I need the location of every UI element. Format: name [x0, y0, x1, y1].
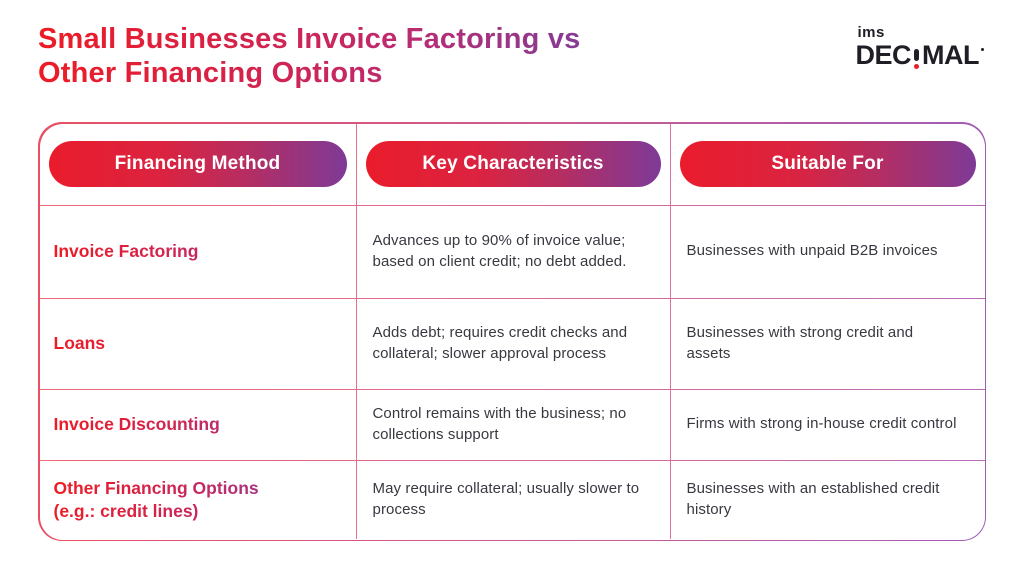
- logo-brand-post: MAL: [922, 40, 979, 70]
- table-row-3-characteristics: Control remains with the business; no co…: [355, 389, 670, 460]
- header-cell-key-characteristics: Key Characteristics: [355, 123, 670, 205]
- table-row-4-characteristics: May require collateral; usually slower t…: [355, 460, 670, 539]
- method-label: Other Financing Options(e.g.: credit lin…: [53, 477, 259, 521]
- characteristics-text: Control remains with the business; no co…: [372, 405, 627, 443]
- row-divider: [39, 297, 985, 299]
- logo-brand-text: DEC MAL: [855, 40, 984, 70]
- characteristics-text: Adds debt; requires credit checks and co…: [372, 324, 628, 362]
- method-sublabel: (e.g.: credit lines): [53, 500, 199, 521]
- page-title-line1: Small Businesses Invoice Factoring vs: [38, 23, 581, 55]
- table-row-1-characteristics: Advances up to 90% of invoice value; bas…: [355, 205, 670, 298]
- suitable-text: Businesses with an established credit hi…: [686, 480, 940, 518]
- logo-brand-pre: DEC: [855, 40, 912, 70]
- table-row-3-suitable: Firms with strong in-house credit contro…: [669, 389, 985, 460]
- ims-decimal-logo: ims DEC MAL: [855, 24, 984, 70]
- row-divider: [39, 388, 985, 390]
- row-divider: [39, 204, 985, 206]
- header-pill-key-characteristics: Key Characteristics: [365, 141, 661, 187]
- header-pill-financing-method: Financing Method: [48, 141, 347, 187]
- table-row-4-method: Other Financing Options(e.g.: credit lin…: [40, 461, 356, 539]
- comparison-table: Financing Method Key Characteristics Sui…: [38, 122, 986, 541]
- method-label: Invoice Factoring: [53, 241, 199, 262]
- page-title: Small Businesses Invoice Factoring vs Ot…: [38, 22, 581, 90]
- table-row-2-method: Loans: [40, 299, 356, 389]
- table-row-3-method: Invoice Discounting: [40, 390, 356, 460]
- exclamation-icon: [913, 49, 920, 69]
- page-title-line2: Other Financing Options: [38, 57, 383, 90]
- logo-ims-text: ims: [857, 24, 885, 41]
- characteristics-text: May require collateral; usually slower t…: [372, 480, 640, 518]
- row-divider: [39, 459, 985, 461]
- header-cell-financing-method: Financing Method: [40, 124, 356, 205]
- suitable-text: Firms with strong in-house credit contro…: [686, 415, 957, 433]
- characteristics-text: Advances up to 90% of invoice value; bas…: [372, 232, 627, 270]
- method-label: Invoice Discounting: [53, 414, 220, 435]
- method-label: Loans: [53, 333, 106, 354]
- trademark-dot-icon: [981, 48, 984, 51]
- header-cell-suitable-for: Suitable For: [669, 123, 985, 205]
- suitable-text: Businesses with unpaid B2B invoices: [686, 242, 938, 260]
- header-pill-suitable-for: Suitable For: [679, 141, 976, 187]
- table-row-2-characteristics: Adds debt; requires credit checks and co…: [355, 298, 670, 389]
- table-row-1-suitable: Businesses with unpaid B2B invoices: [669, 205, 985, 298]
- table-row-4-suitable: Businesses with an established credit hi…: [669, 460, 985, 539]
- suitable-text: Businesses with strong credit and assets: [686, 324, 914, 362]
- table-row-2-suitable: Businesses with strong credit and assets: [669, 298, 985, 389]
- table-row-1-method: Invoice Factoring: [40, 206, 356, 298]
